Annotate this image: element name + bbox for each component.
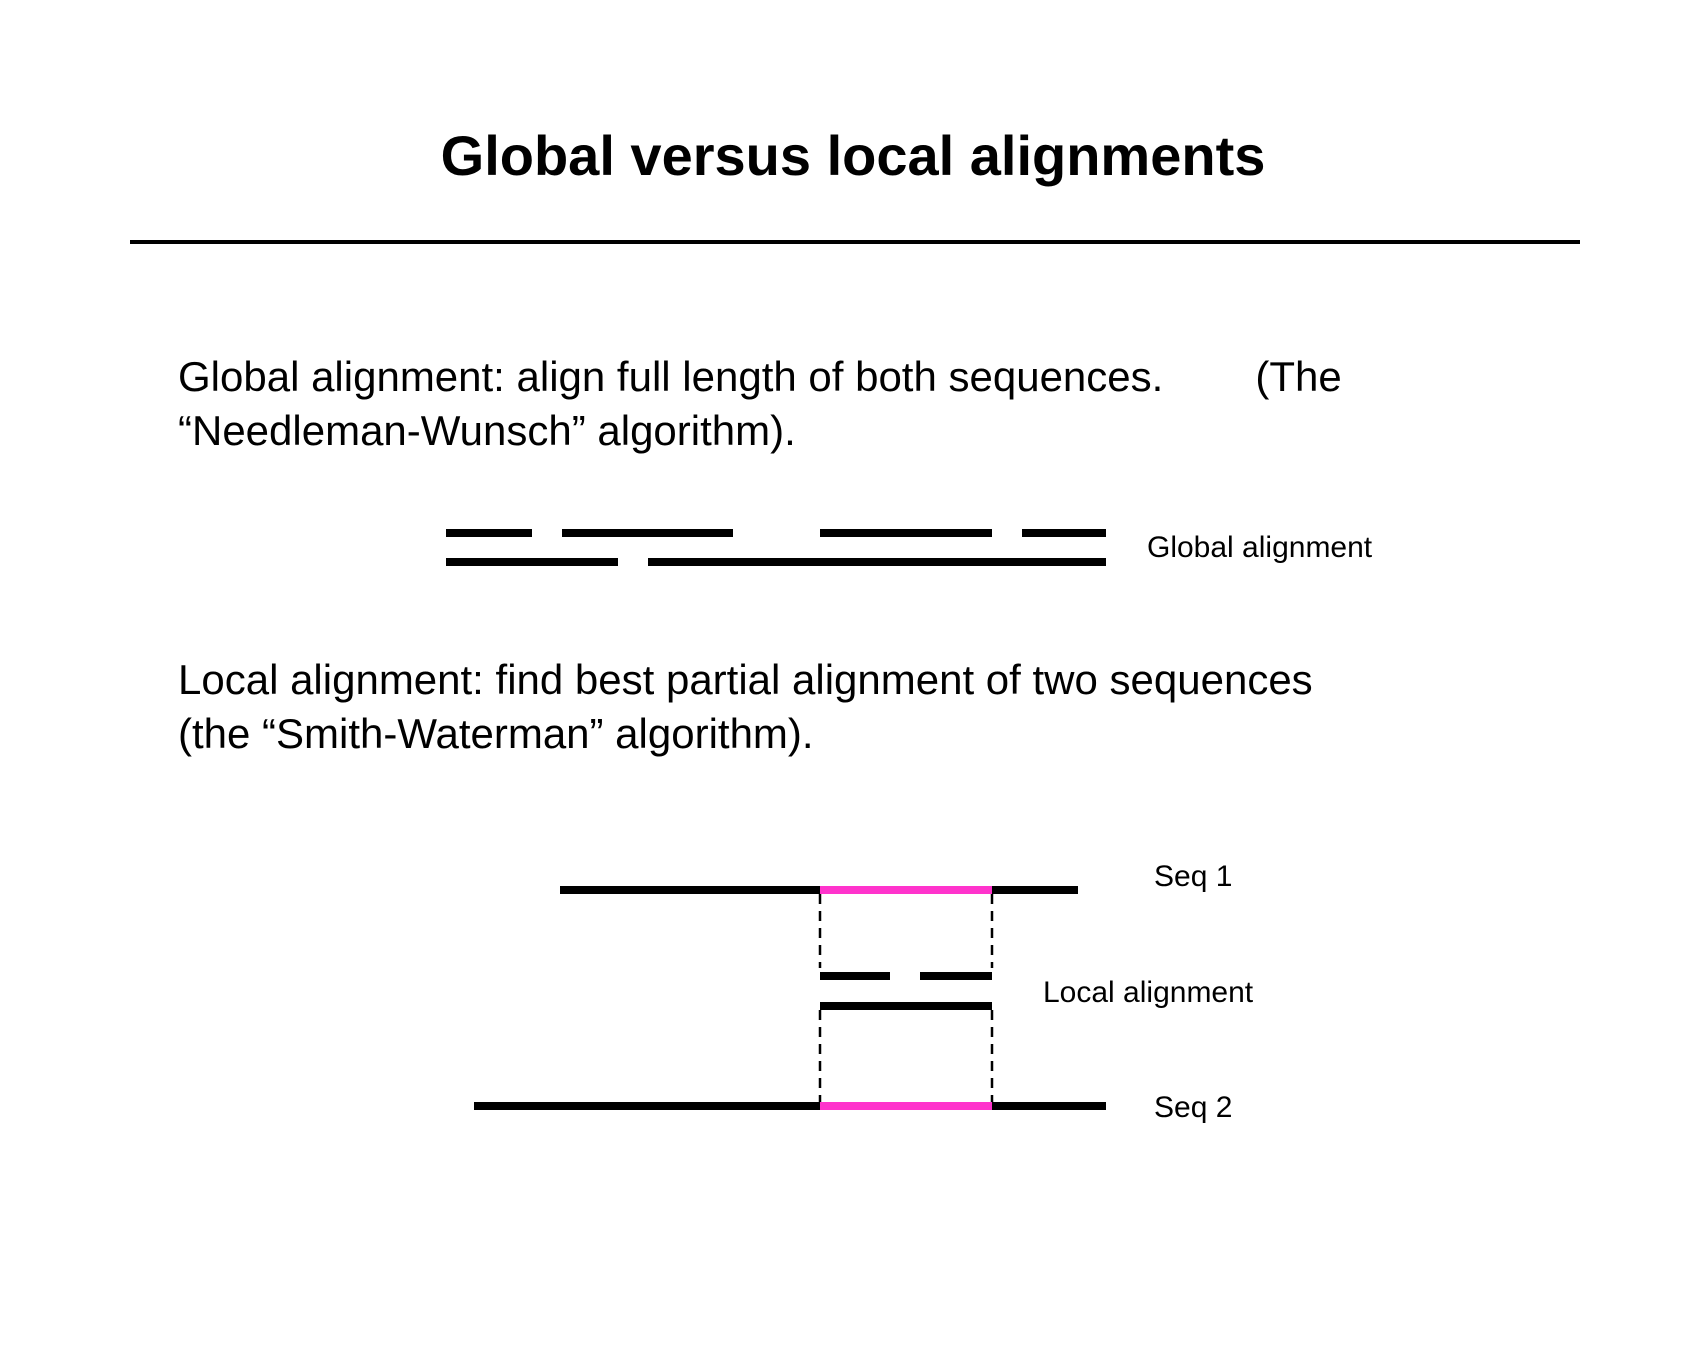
global-description-line-1-tail: (The [1255, 353, 1342, 400]
global-description-line-1-text: Global alignment: align full length of b… [178, 353, 1164, 400]
slide-title: Global versus local alignments [440, 124, 1266, 187]
local-alignment-diagram [474, 886, 1106, 1110]
global-alignment-diagram [446, 529, 1106, 566]
local-description-line-1: Local alignment: find best partial align… [178, 656, 1313, 703]
title-divider [130, 240, 1580, 244]
seq1-label: Seq 1 [1154, 860, 1233, 893]
local-alignment-description: Local alignment: find best partial align… [178, 653, 1313, 761]
global-description-line-1: Global alignment: align full length of b… [178, 350, 1342, 404]
seq2-label: Seq 2 [1154, 1091, 1233, 1124]
global-alignment-label: Global alignment [1147, 531, 1373, 564]
local-description-line-2: (the “Smith-Waterman” algorithm). [178, 710, 814, 757]
global-alignment-description: Global alignment: align full length of b… [178, 350, 1342, 458]
global-description-line-2: “Needleman-Wunsch” algorithm). [178, 407, 796, 454]
local-alignment-label: Local alignment [1043, 976, 1254, 1009]
